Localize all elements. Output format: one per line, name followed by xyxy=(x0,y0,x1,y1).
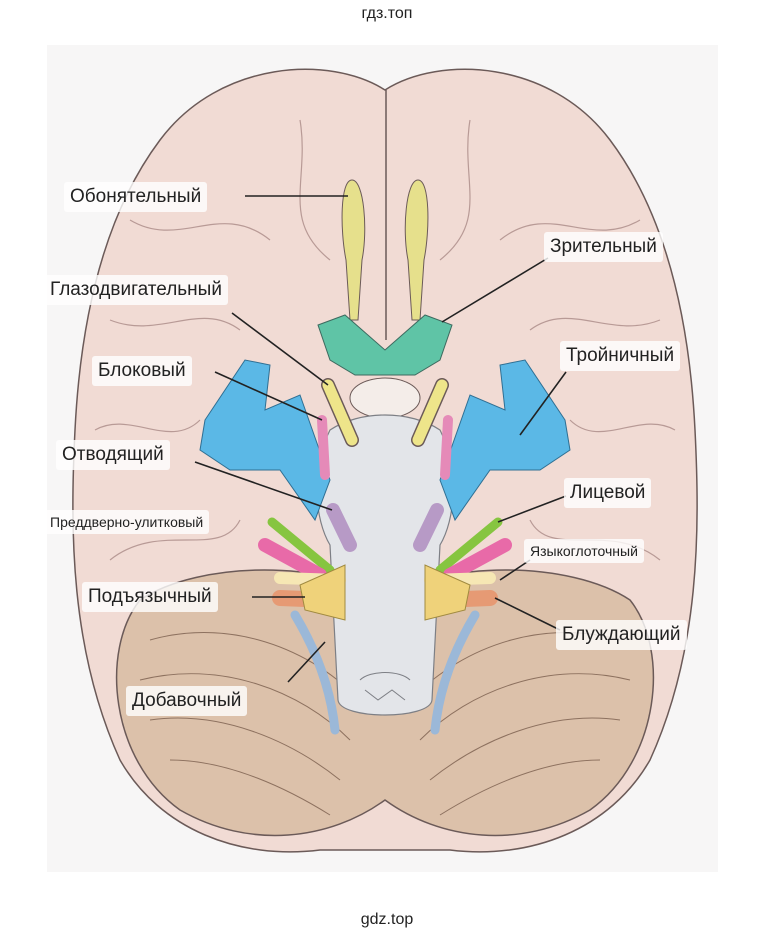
trochlear-nerve-right xyxy=(440,415,453,480)
brainstem xyxy=(316,414,454,716)
pink-nerve-left xyxy=(258,538,327,582)
label-vagus: Блуждающий xyxy=(556,620,687,650)
label-trigeminal: Тройничный xyxy=(560,341,681,371)
abducens-nerve-left xyxy=(326,503,357,552)
accessory-nerve-right xyxy=(430,610,480,735)
medulla-detail xyxy=(359,672,411,701)
oculomotor-nerve-left xyxy=(322,379,358,446)
footer-watermark: gdz.top xyxy=(360,911,414,928)
optic-chiasm xyxy=(317,314,453,376)
gyri xyxy=(94,119,676,561)
facial-nerve-right xyxy=(435,517,503,575)
label-oculomotor: Глазодвигательный xyxy=(44,275,228,305)
label-olfactory: Обонятельный xyxy=(64,182,208,212)
label-optic: Зрительный xyxy=(544,232,663,262)
cerebellum-folia xyxy=(139,632,631,816)
leader-lines xyxy=(194,195,567,683)
hypoglossal-nerve-right xyxy=(424,564,471,621)
label-hypoglossal: Подъязычный xyxy=(82,582,218,612)
label-trochlear: Блоковый xyxy=(92,356,192,386)
label-accessory: Добавочный xyxy=(126,686,248,716)
pituitary xyxy=(349,377,421,419)
header-watermark: гдз.топ xyxy=(361,5,413,22)
pink-nerve-right xyxy=(443,538,512,582)
trigeminal-nerve-left xyxy=(199,359,331,522)
olfactory-nerve-right xyxy=(404,179,429,321)
accessory-nerve-left xyxy=(290,610,340,735)
trochlear-nerve-left xyxy=(317,415,330,480)
vestibulocochlear-nerve-left xyxy=(267,517,335,575)
oculomotor-nerve-right xyxy=(412,379,448,446)
label-vestibulocochlear: Преддверно-улитковый xyxy=(44,510,210,534)
label-facial: Лицевой xyxy=(564,478,652,508)
label-glossopharyngeal: Языкоглоточный xyxy=(524,539,644,563)
abducens-nerve-right xyxy=(413,503,444,552)
trigeminal-nerve-right xyxy=(439,359,571,522)
label-abducens: Отводящий xyxy=(56,440,170,470)
hypoglossal-nerve-left xyxy=(299,564,346,621)
